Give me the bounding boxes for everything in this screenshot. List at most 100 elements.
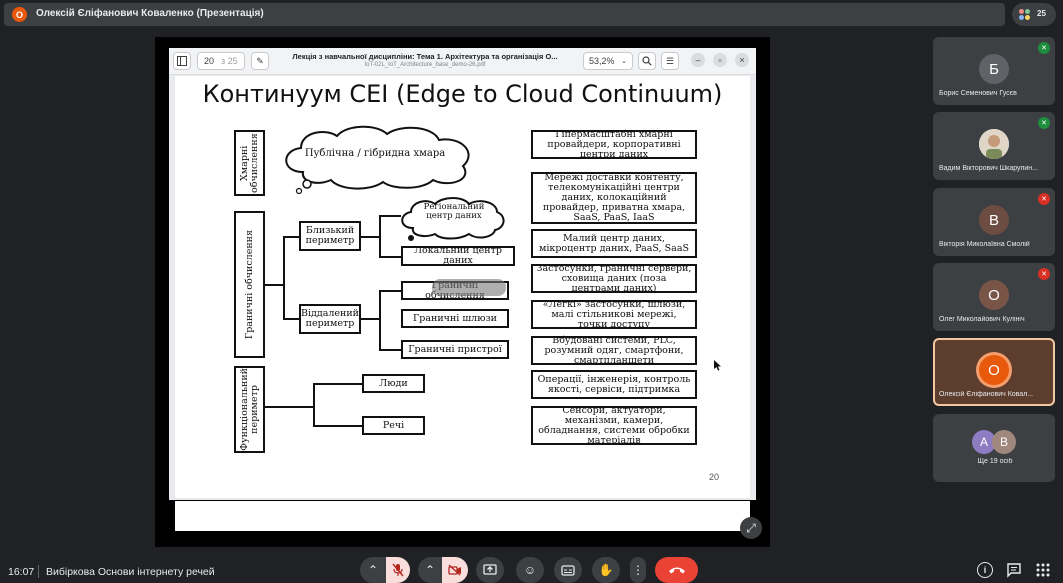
right-box-8: Сенсори, актуатори, механізми, камери, о… [531, 404, 697, 446]
right-box-1: Гіпермасштабні хмарні провайдери, корпор… [531, 128, 697, 160]
more-participants-label: Ще 19 осіб [977, 458, 1013, 465]
participant-tile-active[interactable]: О Олексій Єліфанович Ковал... [933, 338, 1055, 406]
connector-line [361, 318, 380, 320]
participant-name: Борис Семенович Гусєв [939, 90, 1017, 97]
more-options-icon[interactable]: ⋮ [630, 557, 646, 583]
right-box-7: Операції, інженерія, контроль якості, се… [531, 370, 697, 399]
presenter-title: Олексій Єліфанович Коваленко (Презентаці… [36, 8, 264, 19]
mic-off-icon: ✕ [1038, 117, 1050, 129]
fullscreen-expand-icon[interactable]: ⤢ [740, 517, 762, 539]
right-box-2: Мережі доставки контенту, телекомунікаці… [531, 172, 697, 224]
people-label: Люди [379, 377, 408, 389]
activities-grid-icon[interactable] [1036, 563, 1050, 577]
right-box-text: Застосунки, граничні сервери, сховища да… [536, 262, 692, 294]
edge-devices-label: Граничні пристрої [408, 343, 502, 355]
edge-gateways-label: Граничні шлюзи [412, 312, 498, 324]
edge-gateways-box: Граничні шлюзи [401, 309, 509, 328]
audio-options-chevron-icon[interactable]: ⌃ [360, 557, 386, 583]
connector-line [265, 406, 314, 408]
chat-icon[interactable] [1006, 562, 1022, 578]
avatar-dot [1025, 15, 1030, 20]
right-box-text: Сенсори, актуатори, механізми, камери, о… [538, 404, 690, 446]
sidebar-toggle-icon[interactable] [173, 52, 191, 70]
chevron-down-icon: ⌄ [621, 58, 627, 65]
participant-tile[interactable]: Б ✕ Борис Семенович Гусєв [933, 37, 1055, 105]
avatar-photo [979, 129, 1009, 159]
public-cloud-label: Публічна / гібридна хмара [304, 148, 446, 159]
camera-off-icon[interactable] [442, 557, 468, 583]
edge-computing-label: Граничні обчислення [243, 229, 255, 340]
avatar: Б [979, 54, 1009, 84]
participant-tile[interactable]: В ✕ Вікторія Миколаївна Смолій [933, 188, 1055, 256]
maximize-icon[interactable]: ▫ [713, 53, 727, 67]
right-box-4: Застосунки, граничні сервери, сховища да… [531, 262, 697, 294]
right-box-text: Мережі доставки контенту, телекомунікаці… [542, 172, 686, 223]
page-current: 20 [204, 56, 215, 66]
video-options-chevron-icon[interactable]: ⌃ [418, 557, 442, 583]
participant-tile[interactable]: О ✕ Олег Миколайович Кулініч [933, 263, 1055, 331]
participant-name: Олег Миколайович Кулініч [939, 316, 1025, 323]
hover-overlay [432, 279, 506, 296]
avatar: В [992, 430, 1016, 454]
present-screen-icon[interactable] [476, 557, 504, 583]
bottom-bar: 16:07 Вибіркова Основи інтернету речей [0, 553, 1063, 583]
cursor-icon [714, 360, 721, 371]
connector-line [379, 290, 381, 350]
mic-off-icon: ✕ [1038, 193, 1050, 205]
local-dc-label: Локальний центр даних [414, 245, 502, 266]
participant-count: 25 [1037, 9, 1046, 18]
people-box: Люди [362, 374, 425, 393]
near-perimeter-box: Близький периметр [299, 221, 361, 251]
connector-line [283, 318, 299, 320]
connector-line [379, 215, 401, 217]
divider [38, 565, 39, 578]
functional-perimeter-label: Функціональний периметр [238, 368, 260, 451]
leave-call-icon[interactable] [655, 557, 698, 583]
page-total: з 25 [221, 56, 238, 66]
close-icon[interactable]: × [735, 53, 749, 67]
functional-perimeter-box: Функціональний периметр [234, 366, 265, 453]
document-filename: IoT-02L_IoT_Architecture_base_demo-26.pd… [364, 62, 486, 68]
right-box-text: «Легкі» застосунки, шлюзи, малі стільник… [542, 298, 686, 330]
cloud-computing-label: Хмарні обчислення [238, 133, 260, 193]
participant-name: Вікторія Миколаївна Смолій [939, 241, 1030, 248]
connector-line [313, 383, 362, 385]
page-number-field[interactable]: 20 з 25 [197, 52, 245, 70]
right-box-5: «Легкі» застосунки, шлюзи, малі стільник… [531, 298, 697, 330]
emoji-icon[interactable]: ☺ [516, 557, 544, 583]
document-title: Лекція з навчальної дисципліни: Тема 1. … [292, 52, 558, 61]
slide-page: Континуум CEI (Edge to Cloud Continuum) … [175, 76, 750, 498]
participant-tile[interactable]: ✕ Вадим Вікторович Шкарупин... [933, 112, 1055, 180]
more-participants-tile[interactable]: А В Ще 19 осіб [933, 414, 1055, 482]
pdf-viewer: 20 з 25 ✎ Лекція з навчальної дисципліни… [169, 48, 756, 531]
minimize-icon[interactable]: – [691, 53, 705, 67]
zoom-select[interactable]: 53,2% ⌄ [583, 52, 633, 70]
mic-off-icon[interactable] [386, 557, 410, 583]
local-dc-box: Локальний центр даних [401, 246, 515, 266]
menu-icon[interactable]: ☰ [661, 52, 679, 70]
presenter-bar: О Олексій Єліфанович Коваленко (Презента… [4, 3, 1005, 26]
raise-hand-icon[interactable]: ✋ [592, 557, 620, 583]
edge-computing-box: Граничні обчислення [234, 211, 265, 358]
clock: 16:07 [8, 566, 35, 578]
right-box-text: Гіпермасштабні хмарні провайдери, корпор… [547, 128, 681, 160]
presenter-avatar: О [12, 7, 27, 22]
public-cloud-shape [285, 125, 470, 194]
near-perimeter-label: Близький периметр [305, 225, 355, 246]
info-icon[interactable]: i [977, 562, 993, 578]
participant-name: Вадим Вікторович Шкарупин... [939, 165, 1038, 172]
captions-icon[interactable] [554, 557, 582, 583]
connector-line [379, 290, 401, 292]
annotate-pen-icon[interactable]: ✎ [251, 52, 269, 70]
right-box-text: Малий центр даних, мікроцентр даних, Paa… [538, 232, 689, 254]
search-icon[interactable] [638, 52, 656, 70]
slide-page-number: 20 [709, 472, 720, 482]
avatar-dot [1019, 15, 1024, 20]
connector-line [283, 236, 285, 320]
right-box-text: Операції, інженерія, контроль якості, се… [537, 373, 691, 395]
regional-cloud-label: Регіональний центр даних [423, 202, 485, 221]
pdf-toolbar: 20 з 25 ✎ Лекція з навчальної дисципліни… [169, 48, 756, 75]
participants-button[interactable]: 25 [1012, 3, 1056, 26]
avatar: О [979, 355, 1009, 385]
participant-name: Олексій Єліфанович Ковал... [939, 391, 1034, 398]
